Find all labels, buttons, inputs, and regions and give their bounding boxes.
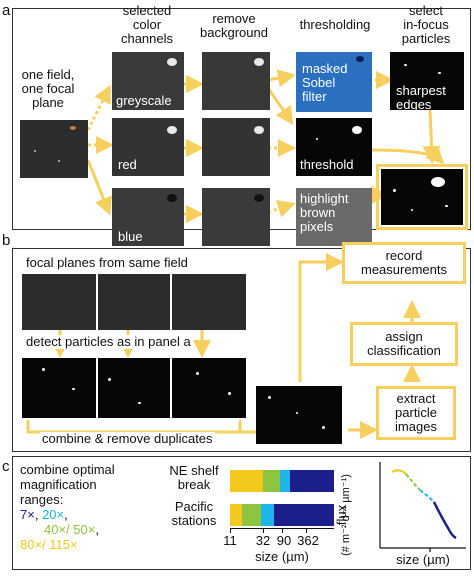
pac-segment-40	[242, 504, 262, 526]
ne-segment-7	[290, 470, 334, 492]
range-40-50: 40×/ 50×	[44, 522, 96, 537]
flux-segment-80	[391, 469, 407, 475]
range-7: 7×	[20, 507, 35, 522]
row1-label: NE shelf break	[169, 463, 219, 492]
brown-image: highlight brown pixels	[296, 188, 372, 246]
assign-box: assign classification	[350, 322, 458, 366]
flux-xlabel: size (µm)	[396, 552, 450, 567]
ranges-legend: combine optimal magnification ranges: 7×…	[20, 462, 140, 552]
heading-channels: selected color channels	[120, 3, 174, 46]
arrow-blue-brown	[267, 200, 296, 218]
greyscale-image: greyscale	[112, 52, 184, 110]
arrow-start-blue	[86, 159, 112, 216]
panel-b-label: b	[2, 232, 11, 249]
ranges-line-3: 80×/ 115×	[20, 537, 140, 552]
blue-label: blue	[118, 229, 143, 244]
detected-image-2	[98, 358, 170, 418]
heading-thresholding: thresholding	[299, 17, 371, 32]
arrow-start-grey	[86, 84, 111, 131]
arrows-layer	[26, 69, 445, 441]
sobel-label: masked Sobel filter	[302, 61, 348, 104]
focal-image-1	[22, 274, 96, 330]
arrow-bg-sobel	[267, 69, 296, 88]
ranges-title: combine optimal magnification ranges:	[20, 462, 115, 507]
range-sep-3: ,	[95, 522, 99, 537]
detected-image-1	[22, 358, 96, 418]
sobel-image: masked Sobel filter	[296, 52, 372, 112]
sharpest-image: sharpest edges	[390, 52, 464, 110]
tick-32	[263, 528, 264, 533]
range-20: 20×	[42, 507, 65, 522]
bg-removed-blue	[202, 188, 270, 246]
flux-segment-20	[419, 489, 435, 503]
raw-image	[20, 120, 88, 178]
flux-segment-7	[432, 501, 457, 540]
tick-90	[282, 528, 283, 533]
panel-c-frame	[12, 456, 471, 570]
range-axis-label: size (µm)	[255, 549, 309, 564]
tick-label-11: 11	[223, 533, 237, 548]
tick-label-362: 362	[297, 533, 319, 548]
bg-removed-grey	[202, 52, 270, 110]
detected-image-3	[172, 358, 246, 418]
heading-select: select in-focus particles	[401, 3, 451, 46]
range-sep-1: ,	[34, 507, 43, 522]
combined-image	[256, 386, 342, 444]
ne-segment-40	[263, 470, 280, 492]
panel-a-label: a	[2, 2, 11, 19]
start-label: one field, one focal plane	[21, 67, 75, 110]
red-label: red	[118, 157, 137, 172]
tick-11	[230, 528, 231, 533]
ne-segment-20	[279, 470, 291, 492]
pac-segment-80	[230, 504, 243, 526]
tick-362	[306, 528, 307, 533]
bg-removed-red	[202, 118, 270, 176]
tick-label-32: 32	[255, 533, 271, 548]
detect-label: detect particles as in panel a	[24, 334, 193, 349]
blue-image: blue	[112, 188, 184, 246]
arrow-combined-record	[298, 253, 344, 382]
row2-label: Pacific stations	[171, 499, 217, 528]
combine-label: combine & remove duplicates	[40, 431, 215, 446]
range-bar-pacific	[230, 504, 334, 526]
range-bar-ne	[230, 470, 334, 492]
focal-image-2	[98, 274, 170, 330]
range-sep-2: ,	[64, 507, 68, 522]
final-image	[381, 169, 463, 225]
final-selection-frame	[376, 164, 468, 230]
flux-curve-layer	[379, 462, 466, 552]
threshold-image: threshold	[296, 118, 372, 176]
focal-label: focal planes from same field	[26, 255, 188, 270]
sharpest-label: sharpest edges	[396, 83, 446, 111]
ranges-line-2: 40×/ 50×,	[20, 522, 140, 537]
heading-background: remove background	[200, 11, 268, 40]
panel-b-frame	[12, 248, 471, 452]
flux-segment-40	[405, 473, 421, 491]
range-80-115: 80×/ 115×	[20, 537, 78, 552]
greyscale-label: greyscale	[116, 93, 172, 108]
extract-box: extract particle images	[376, 386, 456, 440]
arrow-bg-threshold	[266, 87, 294, 125]
threshold-label: threshold	[300, 157, 354, 172]
assign-label: assign classification	[367, 329, 441, 358]
red-image: red	[112, 118, 184, 176]
brown-label: highlight brown pixels	[300, 191, 349, 234]
pac-segment-20	[261, 504, 274, 526]
record-box: record measurements	[342, 242, 466, 284]
focal-image-3	[172, 274, 246, 330]
ranges-line-1: 7×, 20×,	[20, 507, 140, 522]
tick-label-90: 90	[276, 533, 292, 548]
extract-label: extract particle images	[395, 391, 437, 434]
ne-segment-80	[230, 470, 264, 492]
pac-segment-7	[273, 504, 334, 526]
arrow-sharp-final	[422, 109, 441, 164]
record-label: record measurements	[361, 248, 447, 277]
panel-c-label: c	[2, 458, 10, 475]
